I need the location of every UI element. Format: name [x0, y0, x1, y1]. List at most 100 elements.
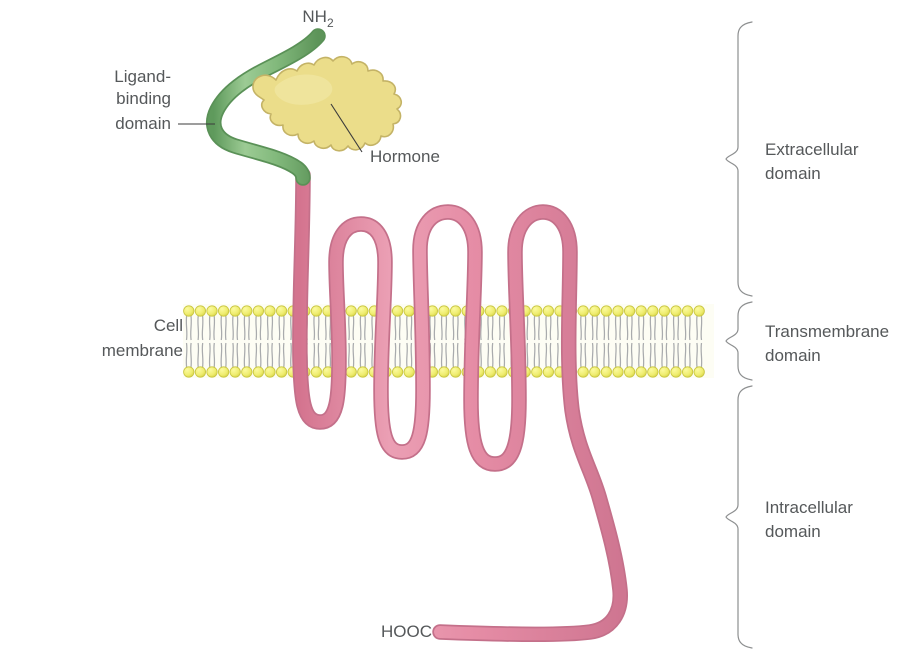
phospholipid-tail-lower — [440, 342, 448, 369]
phospholipid-tail-lower — [638, 342, 645, 369]
phospholipid-head-lower — [542, 366, 555, 378]
phospholipid-head-upper — [693, 305, 705, 317]
phospholipid-tail-upper — [626, 314, 633, 341]
domain-bracket-labels: ExtracellulardomainTransmembranedomainIn… — [765, 140, 889, 541]
phospholipid-tail-upper — [603, 314, 610, 341]
phospholipid-tail-lower — [208, 342, 216, 369]
bracket-label-extracellular-line1: Extracellular — [765, 140, 859, 159]
phospholipid-head-lower — [635, 366, 647, 378]
phospholipid-head-lower — [229, 366, 241, 378]
phospholipid-tail-upper — [255, 314, 262, 341]
phospholipid-tail-lower — [696, 342, 703, 369]
phospholipid-head-upper — [658, 305, 671, 317]
phospholipid-tail-upper — [545, 314, 552, 341]
phospholipid-head-upper — [310, 305, 322, 317]
phospholipid-head-lower — [658, 366, 671, 378]
phospholipid-tail-upper — [243, 314, 250, 341]
bracket-extracellular — [725, 21, 753, 297]
phospholipid-tail-upper — [672, 314, 680, 341]
phospholipid-tail-lower — [232, 342, 239, 369]
phospholipid-tail-upper — [278, 314, 285, 341]
phospholipid-head-lower — [600, 366, 613, 378]
phospholipid-head-lower — [194, 366, 206, 378]
phospholipid-head-lower — [252, 366, 264, 378]
bracket-label-transmembrane-line2: domain — [765, 346, 821, 365]
phospholipid-head-lower — [206, 366, 218, 378]
phospholipid-tail-lower — [452, 342, 459, 369]
ligand-binding-label-line3: domain — [115, 114, 171, 133]
phospholipid-head-upper — [531, 305, 543, 317]
chain-green-ligand-binding — [207, 30, 324, 184]
phospholipid-head-upper — [264, 305, 276, 317]
bracket-label-intracellular-line1: Intracellular — [765, 498, 853, 517]
phospholipid-tail-upper — [220, 314, 227, 341]
phospholipid-tail-upper — [266, 314, 274, 341]
phospholipid-tail-lower — [626, 342, 633, 369]
c-terminus-label: HOOC — [381, 622, 432, 641]
phospholipid-head-lower — [623, 366, 636, 378]
phospholipid-tail-lower — [684, 342, 691, 369]
phospholipid-head-upper — [357, 305, 369, 317]
phospholipid-tail-lower — [614, 342, 622, 369]
phospholipid-tail-upper — [498, 314, 506, 341]
bracket-label-transmembrane-line1: Transmembrane — [765, 322, 889, 341]
phospholipid-tail-upper — [649, 314, 656, 341]
phospholipid-head-upper — [438, 305, 450, 317]
phospholipid-head-upper — [218, 305, 230, 317]
n-terminus-subscript: 2 — [327, 16, 334, 30]
phospholipid-tail-upper — [696, 314, 703, 341]
phospholipid-head-lower — [589, 366, 601, 378]
phospholipid-head-upper — [647, 305, 659, 317]
hormone-label: Hormone — [370, 147, 440, 166]
phospholipid-tail-lower — [487, 342, 494, 369]
phospholipid-tail-upper — [313, 314, 320, 341]
phospholipid-head-upper — [577, 305, 589, 317]
phospholipid-tail-lower — [545, 342, 552, 369]
phospholipid-tail-lower — [591, 342, 598, 369]
phospholipid-tail-lower — [185, 342, 192, 369]
hormone-leader-line — [330, 103, 363, 153]
phospholipid-tail-lower — [394, 342, 401, 369]
n-terminus-text: NH — [302, 7, 327, 26]
phospholipid-head-upper — [623, 305, 636, 317]
phospholipid-tail-lower — [672, 342, 680, 369]
phospholipid-tail-lower — [498, 342, 506, 369]
domain-brackets — [725, 21, 753, 649]
phospholipid-head-lower — [531, 366, 543, 378]
phospholipid-head-upper — [681, 305, 694, 317]
phospholipid-tail-lower — [533, 342, 540, 369]
phospholipid-tail-upper — [208, 314, 216, 341]
phospholipid-head-upper — [241, 305, 253, 317]
phospholipid-head-upper — [229, 305, 241, 317]
phospholipid-head-upper — [600, 305, 613, 317]
phospholipid-tail-upper — [638, 314, 645, 341]
phospholipid-head-upper — [589, 305, 601, 317]
phospholipid-head-lower — [496, 366, 508, 378]
phospholipid-tail-upper — [591, 314, 598, 341]
chain-pink-highlight — [293, 169, 627, 641]
phospholipid-tail-lower — [603, 342, 610, 369]
ligand-binding-label-line2: binding — [116, 89, 171, 108]
phospholipid-head-lower — [577, 366, 589, 378]
phospholipid-head-lower — [183, 366, 195, 378]
phospholipid-tail-upper — [185, 314, 192, 341]
phospholipid-head-lower — [345, 366, 357, 378]
phospholipid-head-upper — [484, 305, 496, 317]
phospholipid-tail-lower — [255, 342, 262, 369]
n-terminus-label: NH2 — [302, 7, 334, 30]
phospholipid-tail-lower — [649, 342, 656, 369]
phospholipid-head-upper — [206, 305, 218, 317]
cell-membrane-label-line2: membrane — [102, 341, 183, 360]
phospholipid-head-upper — [252, 305, 264, 317]
phospholipid-head-lower — [647, 366, 659, 378]
phospholipid-tail-upper — [487, 314, 494, 341]
phospholipid-head-upper — [183, 305, 195, 317]
phospholipid-head-lower — [264, 366, 276, 378]
phospholipid-tail-upper — [661, 314, 668, 341]
bracket-transmembrane — [725, 301, 753, 381]
phospholipid-head-upper — [403, 305, 415, 317]
phospholipid-tails — [185, 314, 703, 369]
phospholipid-head-lower — [670, 366, 682, 378]
